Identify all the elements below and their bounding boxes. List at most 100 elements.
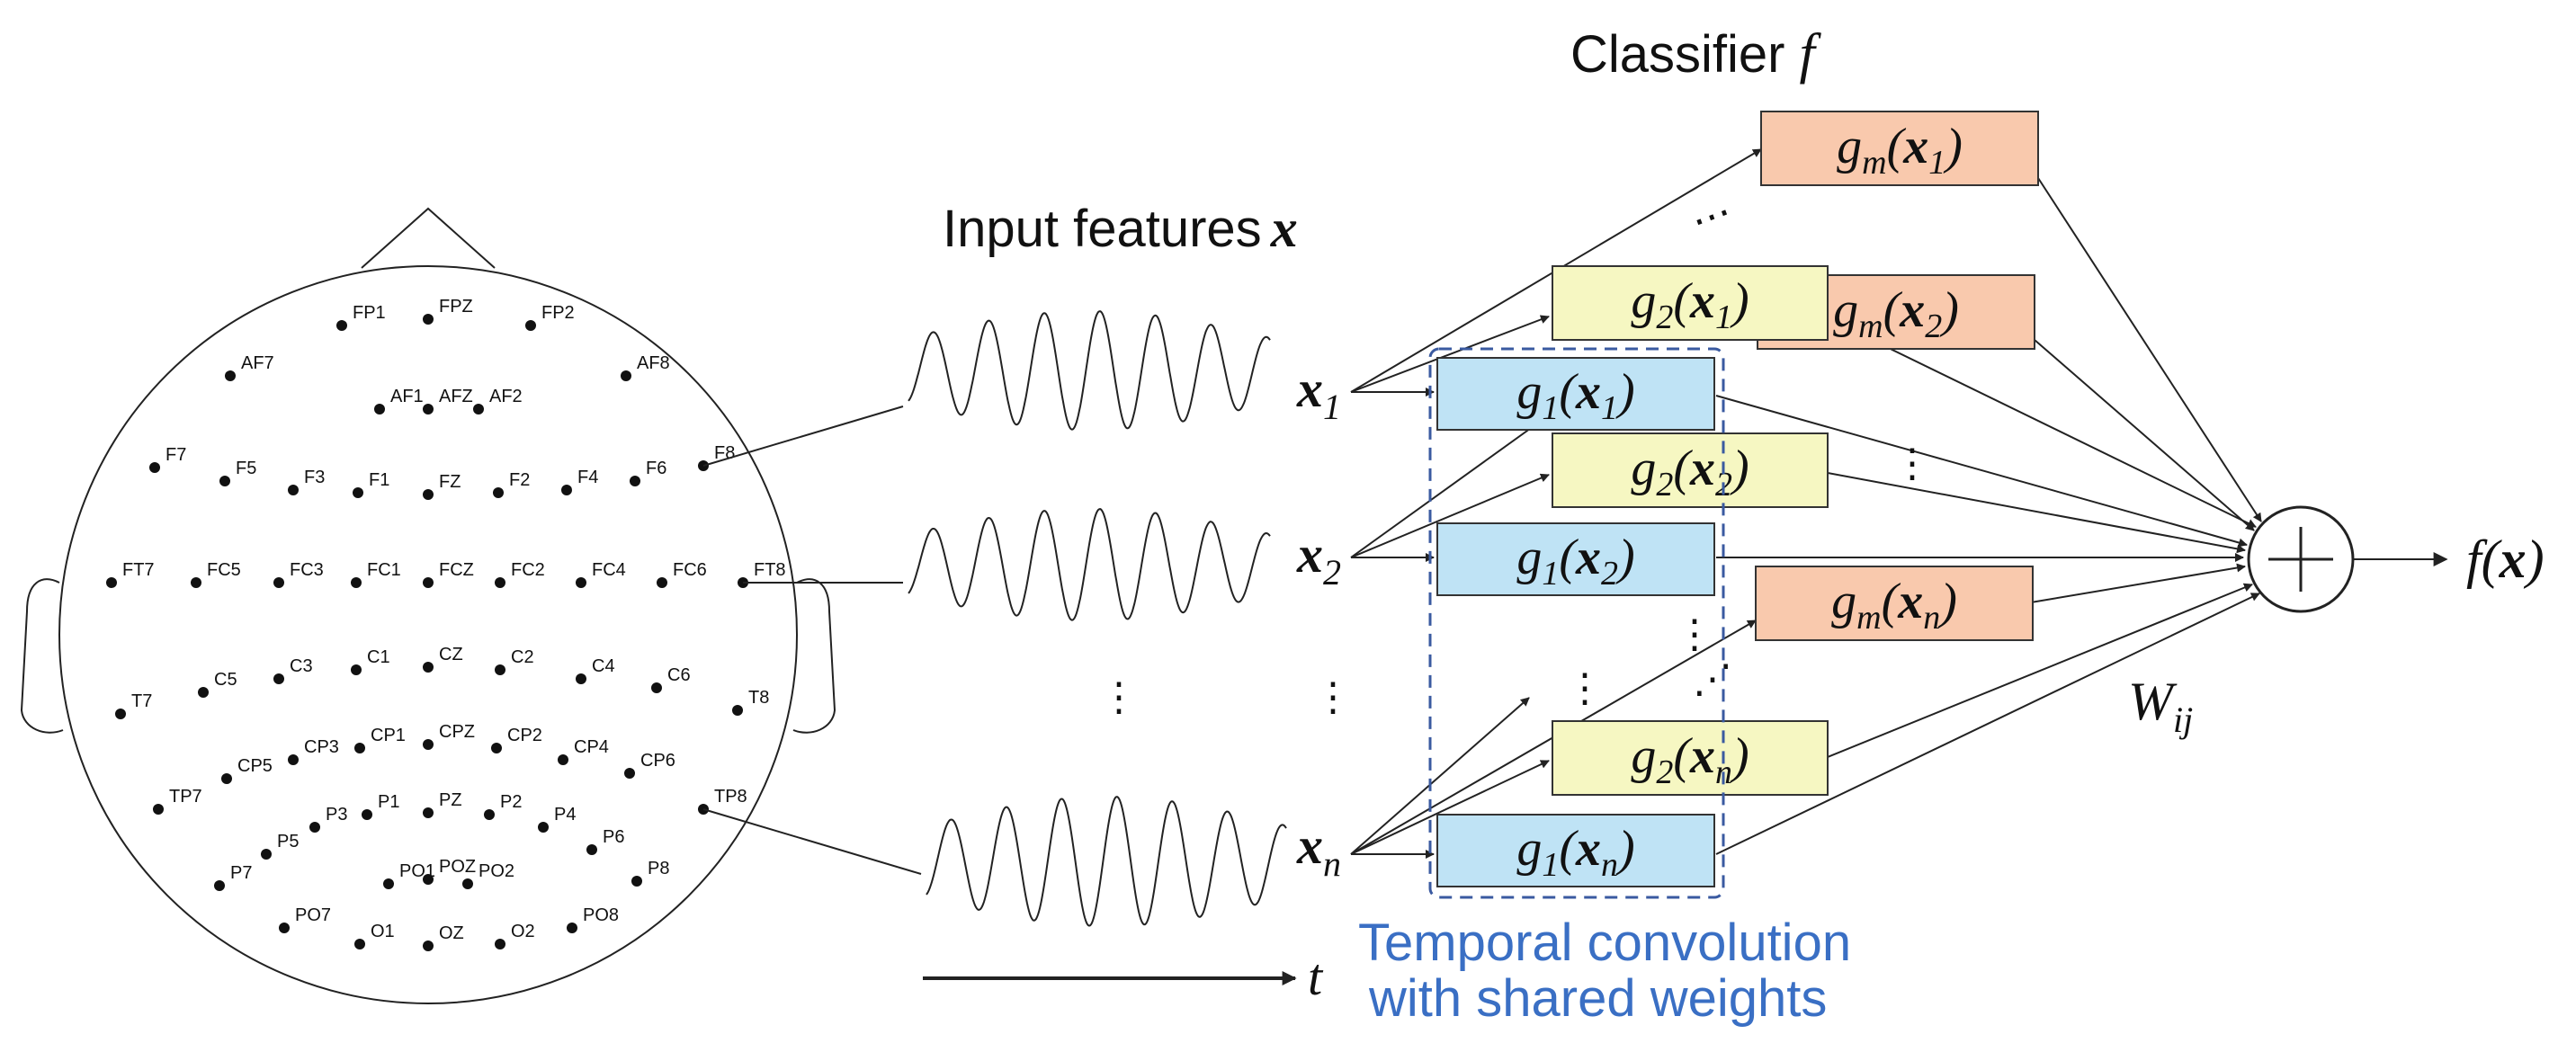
electrode-dot-po2 bbox=[462, 878, 473, 889]
electrode-label-p4: P4 bbox=[554, 805, 576, 825]
electrode-dot-fc2 bbox=[495, 577, 505, 588]
electrode-dot-afz bbox=[423, 404, 434, 415]
electrode-dot-f1 bbox=[353, 487, 363, 498]
electrode-label-p8: P8 bbox=[648, 859, 669, 878]
link-f8 bbox=[702, 406, 904, 467]
weight-label: Wij bbox=[2128, 672, 2193, 740]
electrode-label-cp6: CP6 bbox=[640, 751, 675, 771]
electrode-label-fp1: FP1 bbox=[353, 303, 386, 323]
electrode-dot-cz bbox=[423, 662, 434, 673]
electrode-label-af7: AF7 bbox=[241, 353, 274, 373]
electrode-dot-af8 bbox=[621, 370, 631, 381]
electrode-label-p2: P2 bbox=[500, 792, 522, 812]
electrode-label-af1: AF1 bbox=[390, 387, 424, 406]
gm-box-1: gm(x1) bbox=[1760, 111, 2039, 186]
input-x2: x2 bbox=[1296, 525, 1341, 593]
electrode-dot-ft7 bbox=[106, 577, 117, 588]
electrode-label-fc2: FC2 bbox=[511, 560, 545, 580]
electrode-label-f2: F2 bbox=[509, 470, 530, 490]
electrode-dot-pz bbox=[423, 807, 434, 818]
electrode-dot-fpz bbox=[423, 314, 434, 325]
electrode-dot-p2 bbox=[484, 809, 495, 820]
wave-ellipsis: ⋮ bbox=[1099, 675, 1139, 719]
classifier-symbol: f bbox=[1800, 23, 1822, 85]
electrode-dot-fc1 bbox=[351, 577, 362, 588]
electrode-label-cp3: CP3 bbox=[304, 737, 339, 757]
g2-ellipsis: ⋰ bbox=[1693, 657, 1732, 701]
electrode-dot-fz bbox=[423, 489, 434, 500]
signal-wave-2 bbox=[908, 508, 1271, 621]
electrode-label-o1: O1 bbox=[371, 922, 395, 941]
nose bbox=[361, 207, 496, 269]
electrode-label-ft8: FT8 bbox=[754, 560, 786, 580]
electrode-label-fc6: FC6 bbox=[673, 560, 707, 580]
svg-text:gm(x2): gm(x2) bbox=[1833, 282, 1959, 345]
electrode-label-cp5: CP5 bbox=[237, 756, 273, 776]
electrode-dot-f5 bbox=[219, 476, 230, 486]
electrode-label-cp1: CP1 bbox=[371, 726, 406, 745]
conv-label-line2: with shared weights bbox=[1368, 969, 1827, 1028]
electrode-label-afz: AFZ bbox=[439, 387, 473, 406]
electrode-dot-af7 bbox=[225, 370, 236, 381]
time-axis-label: t bbox=[1308, 948, 1324, 1006]
electrode-label-pz: PZ bbox=[439, 790, 462, 810]
link-tp8 bbox=[702, 808, 922, 875]
electrode-dot-f2 bbox=[493, 487, 504, 498]
electrode-dot-cpz bbox=[423, 739, 434, 750]
electrode-dot-c1 bbox=[351, 664, 362, 675]
electrode-dot-poz bbox=[423, 874, 434, 885]
svg-text:g1(x1): g1(x1) bbox=[1516, 364, 1634, 427]
electrode-dot-cp5 bbox=[221, 773, 232, 784]
output-fx: f(x) bbox=[2466, 530, 2545, 589]
head-outline bbox=[58, 265, 798, 1004]
electrode-label-fp2: FP2 bbox=[541, 303, 575, 323]
input-features-symbol: x bbox=[1270, 199, 1298, 258]
electrode-dot-p4 bbox=[538, 822, 549, 833]
electrode-label-fc1: FC1 bbox=[367, 560, 401, 580]
electrode-dot-p5 bbox=[261, 849, 272, 860]
electrode-dot-fc6 bbox=[657, 577, 667, 588]
electrode-dot-f6 bbox=[630, 476, 640, 486]
electrode-dot-o1 bbox=[354, 939, 365, 949]
g2-box-n: g2(xn) bbox=[1552, 720, 1829, 796]
electrode-label-tp8: TP8 bbox=[714, 787, 747, 807]
electrode-dot-cp6 bbox=[624, 768, 635, 779]
signal-wave-n bbox=[926, 796, 1287, 927]
electrode-dot-fp1 bbox=[336, 320, 347, 331]
electrode-dot-cp3 bbox=[288, 754, 299, 765]
electrode-label-p3: P3 bbox=[326, 805, 347, 825]
electrode-dot-t8 bbox=[732, 705, 743, 716]
electrode-dot-t7 bbox=[115, 709, 126, 719]
gm-ellipsis-top: ⋯ bbox=[1686, 189, 1738, 244]
electrode-label-c3: C3 bbox=[290, 656, 313, 676]
g1-box-2: g1(x2) bbox=[1436, 522, 1715, 596]
electrode-label-fz: FZ bbox=[439, 472, 461, 492]
electrode-label-f7: F7 bbox=[165, 445, 186, 465]
electrode-label-t7: T7 bbox=[131, 691, 152, 711]
electrode-label-oz: OZ bbox=[439, 923, 464, 943]
conv-label-line1: Temporal convolution bbox=[1358, 914, 1851, 972]
electrode-dot-po8 bbox=[567, 923, 577, 933]
electrode-label-cp2: CP2 bbox=[507, 726, 542, 745]
g1-ellipsis: ⋮ bbox=[1565, 666, 1605, 710]
svg-text:gm(xn): gm(xn) bbox=[1831, 574, 1957, 637]
g2-box-2: g2(x2) bbox=[1552, 432, 1829, 508]
electrode-label-cz: CZ bbox=[439, 645, 463, 664]
svg-text:g2(x2): g2(x2) bbox=[1631, 441, 1749, 504]
svg-text:g1(xn): g1(xn) bbox=[1516, 821, 1634, 884]
electrode-label-p6: P6 bbox=[603, 827, 624, 847]
electrode-label-p1: P1 bbox=[378, 792, 399, 812]
electrode-dot-fc3 bbox=[273, 577, 284, 588]
electrode-dot-fc5 bbox=[191, 577, 201, 588]
g1-box-1: g1(x1) bbox=[1436, 357, 1715, 431]
electrode-dot-fcz bbox=[423, 577, 434, 588]
electrode-label-f1: F1 bbox=[369, 470, 389, 490]
electrode-label-c4: C4 bbox=[592, 656, 615, 676]
electrode-dot-f7 bbox=[149, 462, 160, 473]
electrode-label-c2: C2 bbox=[511, 647, 534, 667]
electrode-dot-oz bbox=[423, 940, 434, 951]
